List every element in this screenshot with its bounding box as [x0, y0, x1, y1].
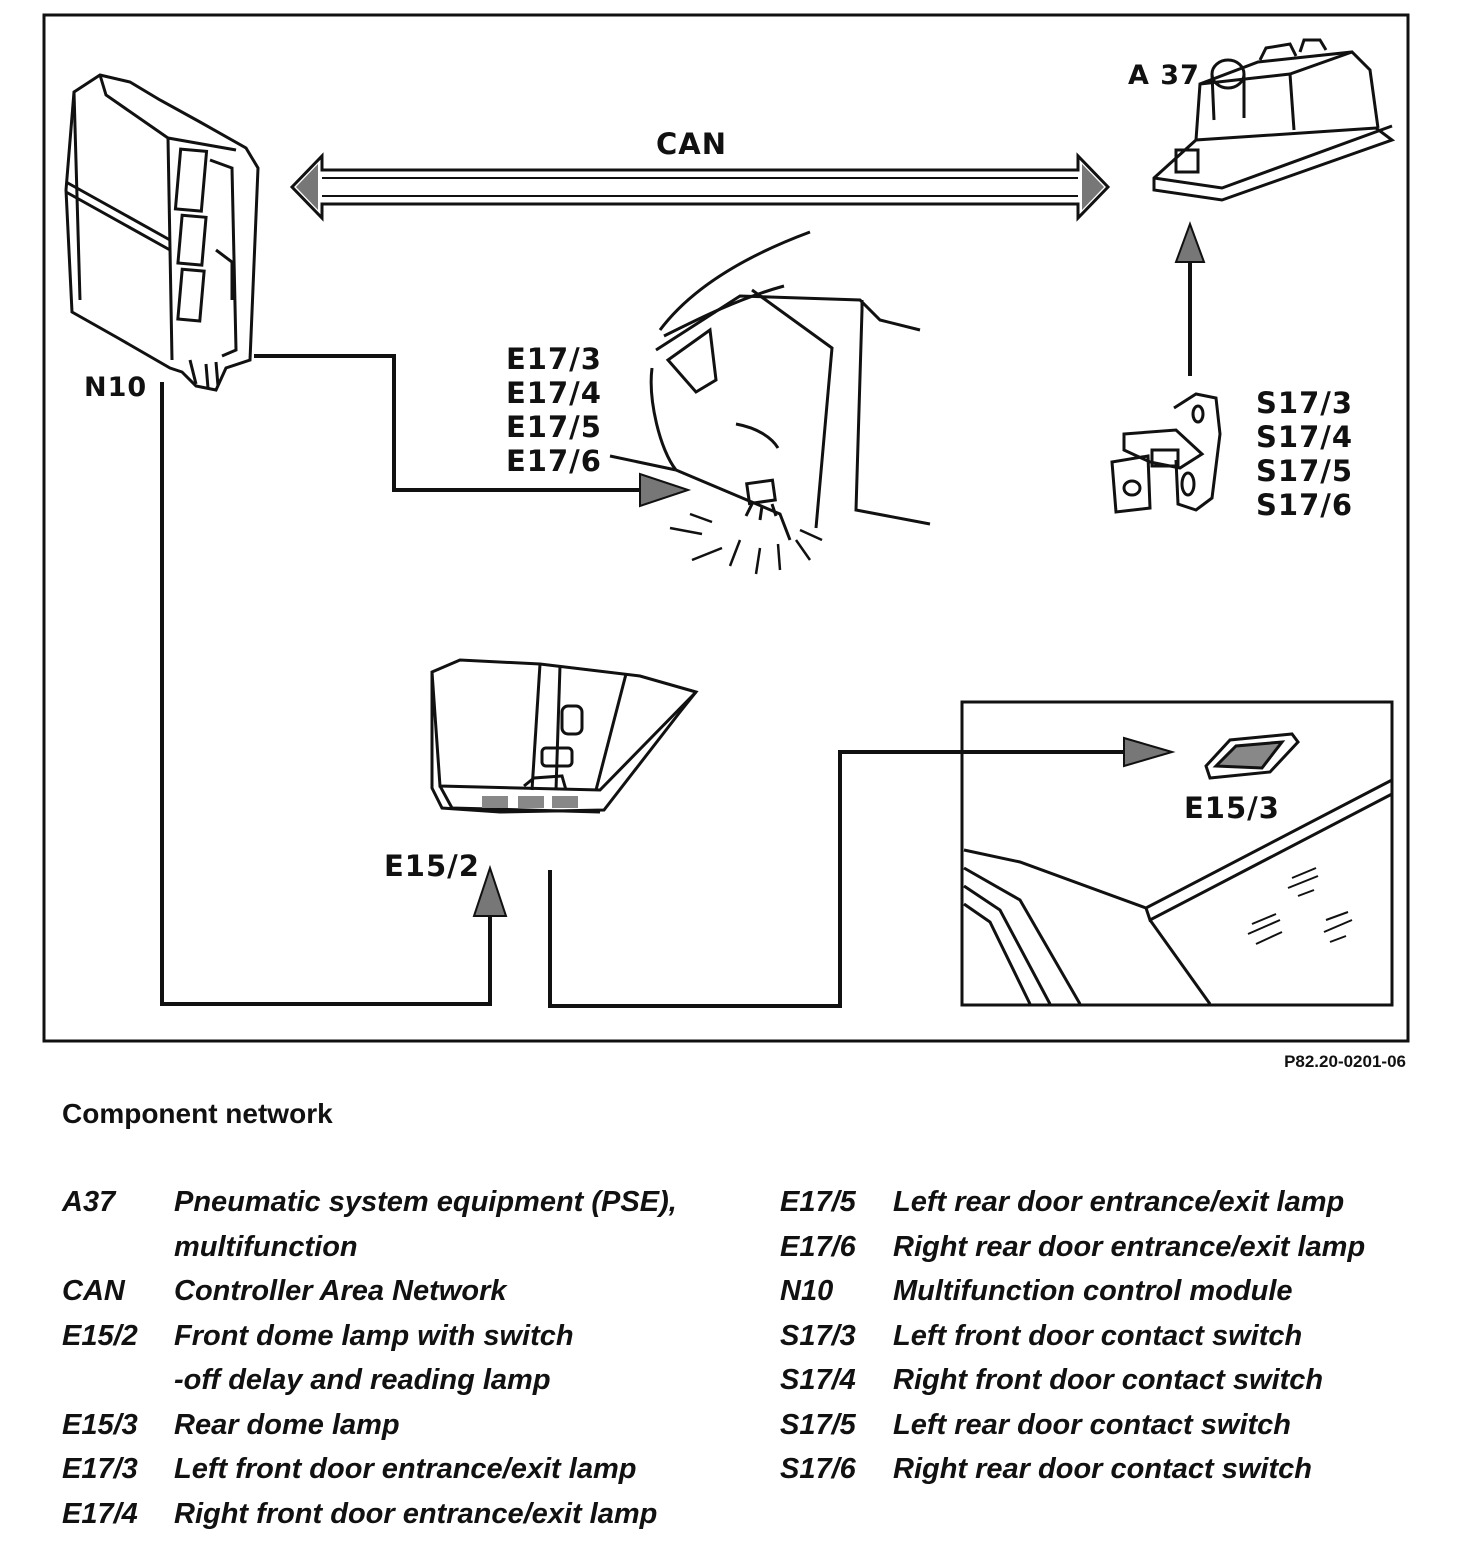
e15-3-label: E15/3	[1184, 791, 1280, 825]
legend-description: Right front door entrance/exit lamp	[174, 1497, 658, 1530]
e17-5-label: E17/5	[506, 410, 602, 444]
legend-code: E17/4	[62, 1497, 138, 1530]
legend-description: Rear dome lamp	[174, 1408, 400, 1441]
legend-description: Left rear door contact switch	[893, 1408, 1292, 1441]
legend-description: multifunction	[174, 1230, 358, 1263]
legend-entry: CAN Controller Area Network	[62, 1269, 677, 1314]
legend-description: Pneumatic system equipment (PSE),	[174, 1186, 677, 1218]
a37-label: A 37	[1128, 60, 1200, 91]
legend-entry: N10 Multifunction control module	[780, 1269, 1365, 1314]
legend-entry: E17/5 Left rear door entrance/exit lamp	[780, 1180, 1365, 1225]
switch-to-a37-arrow	[1174, 221, 1206, 376]
legend-entry: S17/6 Right rear door contact switch	[780, 1447, 1365, 1492]
legend-entry: S17/3 Left front door contact switch	[780, 1314, 1365, 1359]
legend-code	[62, 1358, 174, 1403]
e17-6-label: E17/6	[506, 444, 602, 478]
legend-code: E17/6	[780, 1230, 856, 1263]
s17-5-label: S17/5	[1256, 454, 1354, 488]
legend-description: Left rear door entrance/exit lamp	[893, 1186, 1345, 1218]
component-network-diagram	[42, 13, 1410, 1043]
legend-description: Right rear door contact switch	[893, 1453, 1312, 1485]
legend-description: Controller Area Network	[174, 1275, 507, 1307]
s17-label-group: S17/3 S17/4 S17/5 S17/6	[1256, 386, 1353, 522]
e15-2-label: E15/2	[384, 849, 480, 883]
can-double-arrow	[289, 152, 1111, 222]
legend-entry: S17/5 Left rear door contact switch	[780, 1403, 1365, 1448]
legend-description: Right front door contact switch	[893, 1364, 1324, 1396]
s17-6-label: S17/6	[1256, 488, 1354, 522]
a37-pse-unit-drawing	[1152, 38, 1396, 202]
legend-code: E17/5	[780, 1186, 856, 1218]
front-dome-lamp-drawing	[430, 658, 699, 814]
legend-code	[62, 1225, 174, 1270]
door-entrance-lamp-drawing	[609, 230, 931, 575]
diagram-border	[42, 13, 1410, 1043]
n10-to-front-dome-line	[160, 382, 508, 1006]
rear-dome-lamp-inset	[960, 700, 1394, 1007]
legend-left-column: A37 Pneumatic system equipment (PSE), mult…	[62, 1180, 677, 1536]
legend-description: -off delay and reading lamp	[174, 1364, 551, 1396]
legend-entry: E15/3 Rear dome lamp	[62, 1403, 677, 1448]
legend-description: Right rear door entrance/exit lamp	[893, 1230, 1366, 1263]
legend-description: Front dome lamp with switch	[174, 1319, 574, 1352]
e17-4-label: E17/4	[506, 376, 602, 410]
legend-code: S17/5	[780, 1408, 856, 1441]
legend-code: A37	[62, 1186, 116, 1218]
legend-code: S17/4	[780, 1364, 856, 1396]
legend-code: E15/2	[62, 1319, 138, 1352]
front-to-rear-dome-line	[548, 736, 1176, 1008]
legend-code: S17/6	[780, 1453, 856, 1485]
legend-title: Component network	[62, 1098, 333, 1129]
legend-code: N10	[780, 1275, 834, 1307]
e17-label-group: E17/3 E17/4 E17/5 E17/6	[506, 342, 602, 478]
legend-entry: E17/4 Right front door entrance/exit lamp	[62, 1492, 677, 1537]
can-label: CAN	[656, 127, 727, 161]
legend-entry: A37 Pneumatic system equipment (PSE),	[62, 1180, 677, 1225]
legend-entry: -off delay and reading lamp	[62, 1358, 677, 1403]
n10-to-door-lamp-line	[254, 354, 692, 508]
legend-description: Multifunction control module	[893, 1275, 1293, 1307]
legend-entry: multifunction	[62, 1225, 677, 1270]
legend-entry: E17/3 Left front door entrance/exit lamp	[62, 1447, 677, 1492]
legend-description: Left front door entrance/exit lamp	[174, 1453, 637, 1485]
legend-code: CAN	[62, 1275, 125, 1307]
legend-code: E15/3	[62, 1408, 138, 1441]
e17-3-label: E17/3	[506, 342, 602, 376]
legend-entry: E17/6 Right rear door entrance/exit lamp	[780, 1225, 1365, 1270]
s17-3-label: S17/3	[1256, 386, 1354, 420]
door-contact-switch-drawing	[1110, 392, 1222, 514]
legend-entry: S17/4 Right front door contact switch	[780, 1358, 1365, 1403]
legend-entry: E15/2 Front dome lamp with switch	[62, 1314, 677, 1359]
s17-4-label: S17/4	[1256, 420, 1354, 454]
figure-reference-code: P82.20-0201-06	[1284, 1052, 1406, 1071]
legend-code: S17/3	[780, 1319, 856, 1352]
n10-label: N10	[84, 372, 148, 403]
legend-code: E17/3	[62, 1453, 138, 1485]
legend-description: Left front door contact switch	[893, 1319, 1303, 1352]
n10-control-module-drawing	[64, 73, 260, 392]
